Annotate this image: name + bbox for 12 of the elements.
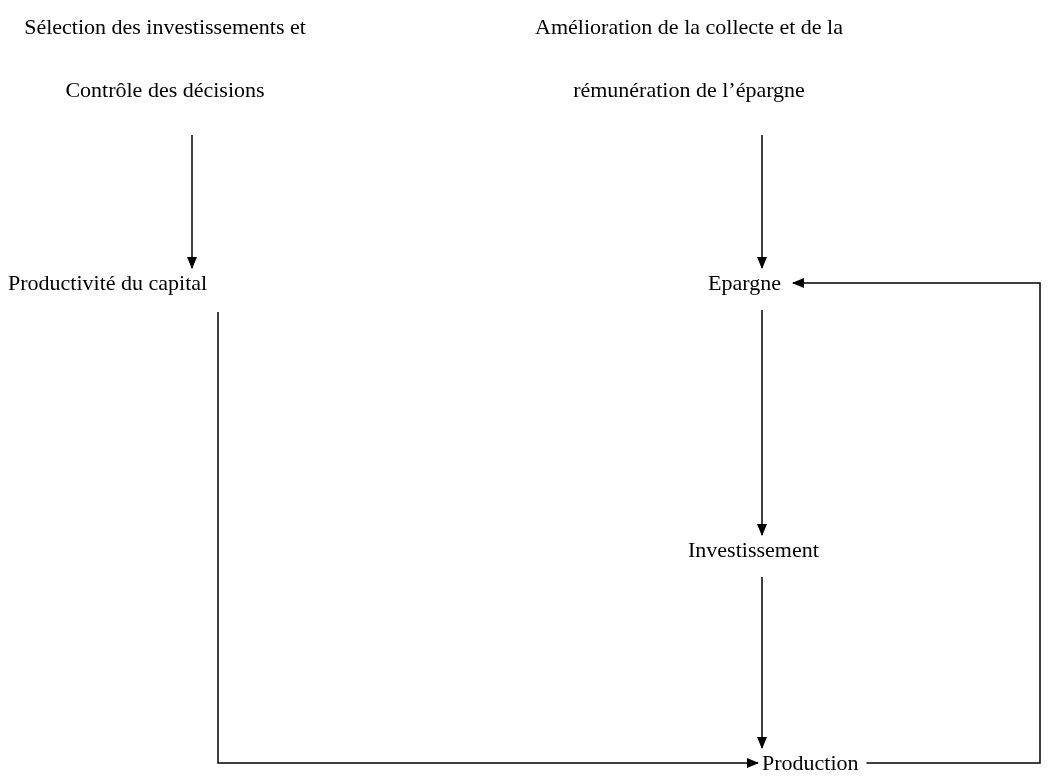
arrow — [757, 309, 767, 536]
node-text: Sélection des investissements et Contrôle des décisions — [0, 0, 330, 121]
arrow — [217, 311, 759, 768]
node-text: Production — [762, 750, 859, 776]
arrow — [757, 134, 767, 269]
arrow — [757, 576, 767, 749]
node-text: Amélioration de la collecte et de la rémunération de l’épargne — [528, 0, 850, 121]
arrow — [187, 134, 197, 269]
node-text: Investissement — [688, 537, 819, 563]
arrow — [791, 278, 1041, 764]
node-text: Productivité du capital — [8, 270, 208, 296]
node-text: Epargne — [708, 270, 781, 296]
